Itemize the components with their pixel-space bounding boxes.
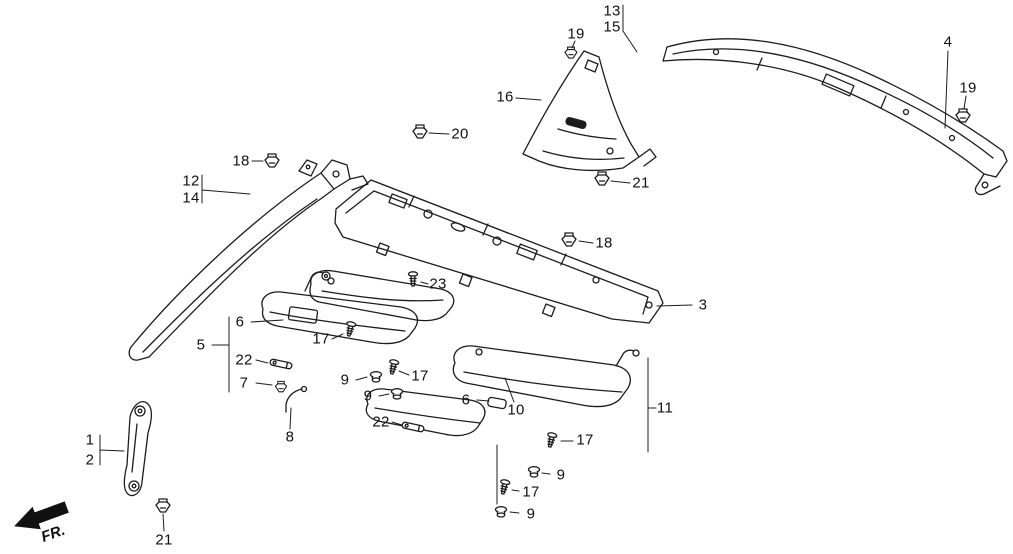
roof-side-rail: [662, 38, 1008, 196]
clip-icon-18: [264, 153, 280, 168]
a-pillar-garnish: [128, 159, 369, 361]
b-pillar-garnish: [522, 50, 657, 172]
screw-icon-17: [497, 478, 511, 496]
clip-icon-7: [274, 380, 288, 393]
clip-icon-19: [955, 108, 971, 123]
grommet-icon-9: [390, 388, 404, 400]
grommet-icon-9: [527, 466, 541, 478]
grommet-icon-9: [369, 371, 383, 383]
clip-icon-19: [564, 46, 578, 59]
grommet-icon-9: [494, 506, 508, 518]
screw-icon-17: [386, 358, 400, 376]
right-visor-assembly: [365, 345, 640, 437]
fr-label: FR.: [39, 522, 68, 546]
screw-icon-17: [544, 431, 558, 449]
fr-indicator: FR.: [14, 501, 69, 546]
fasteners: [155, 46, 971, 518]
clip-icon-18: [561, 232, 577, 247]
lower-pillar-trim: [123, 401, 153, 497]
leader-lines: [99, 4, 967, 532]
clip-icon-21: [155, 498, 171, 513]
rod-icon-22: [268, 358, 294, 370]
clip-icon-20: [412, 124, 428, 139]
clip-icon-21: [594, 171, 610, 186]
roof-header-panel: [334, 179, 664, 324]
fr-arrow-icon: [14, 501, 69, 530]
rod-icon-22: [400, 421, 426, 433]
left-visor-assembly: [261, 269, 455, 413]
